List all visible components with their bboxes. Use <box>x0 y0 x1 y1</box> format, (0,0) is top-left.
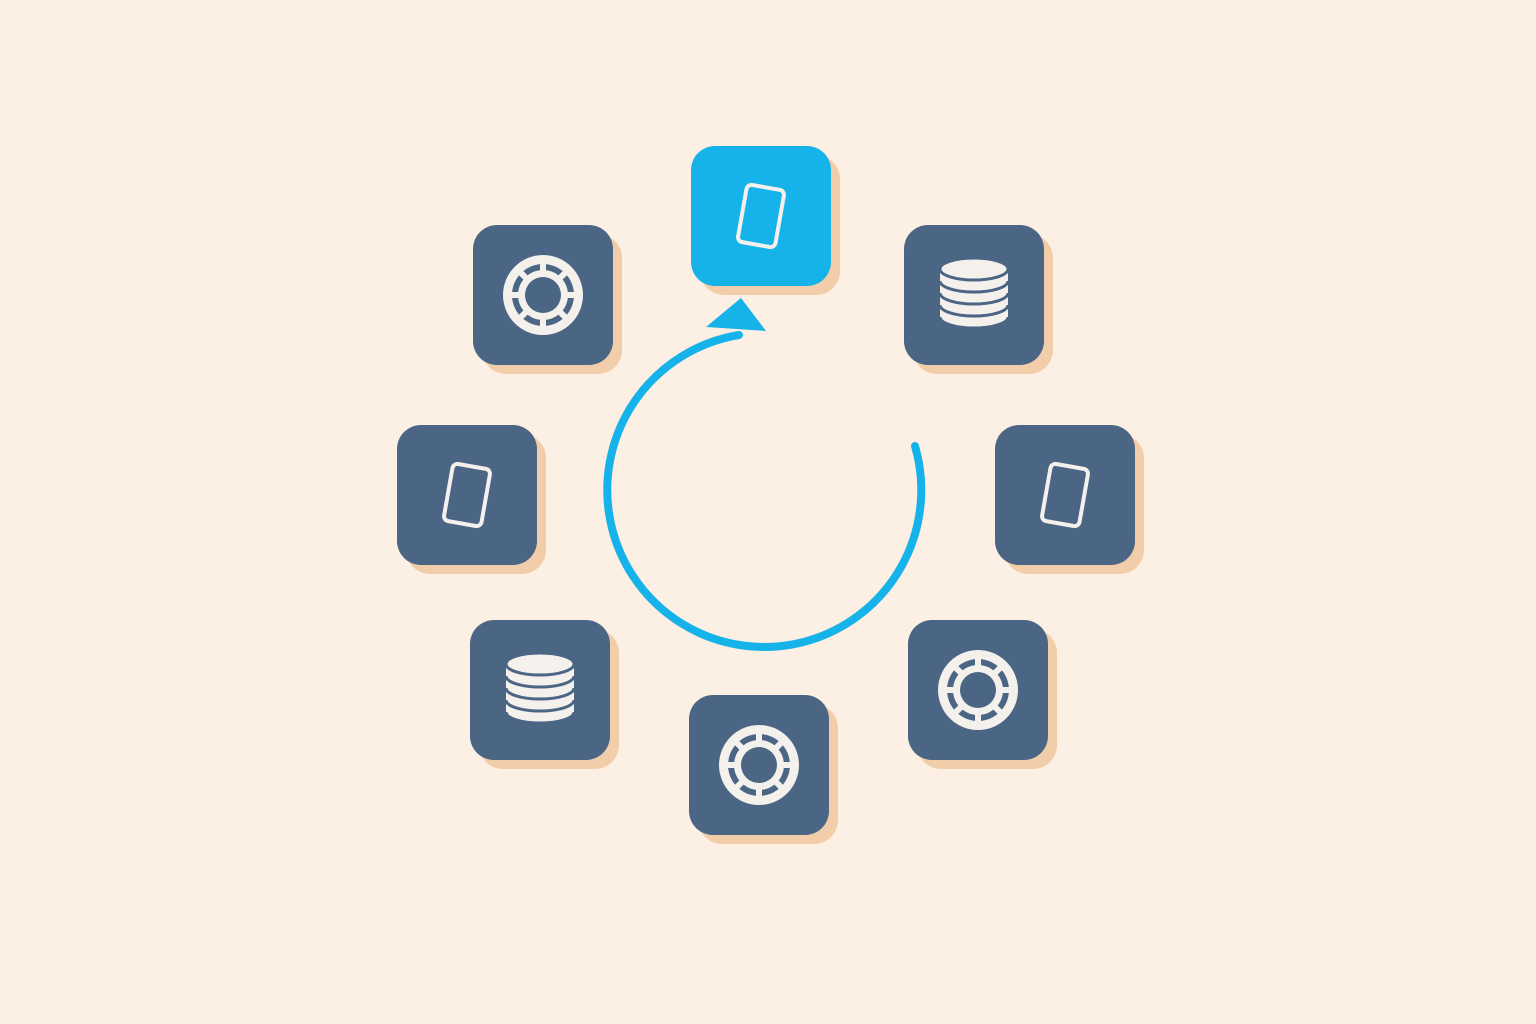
tile-card-right[interactable] <box>995 425 1135 565</box>
coin-stack-icon <box>938 256 1010 330</box>
tile-stack-top-right[interactable] <box>904 225 1044 365</box>
tile-chip-bottom-right[interactable] <box>908 620 1048 760</box>
tile-card-top[interactable] <box>691 146 831 286</box>
playing-card-icon <box>736 182 786 250</box>
tile-chip-top-left[interactable] <box>473 225 613 365</box>
playing-card-icon <box>442 461 492 529</box>
tile-card-left[interactable] <box>397 425 537 565</box>
tile-chip-bottom[interactable] <box>689 695 829 835</box>
playing-card-icon <box>1040 461 1090 529</box>
cycle-arrow-path <box>603 331 926 651</box>
cycle-arrowhead <box>706 298 766 331</box>
poker-chip-icon <box>719 725 799 805</box>
tile-stack-bottom-left[interactable] <box>470 620 610 760</box>
coin-stack-icon <box>504 651 576 725</box>
poker-chip-icon <box>503 255 583 335</box>
poker-chip-icon <box>938 650 1018 730</box>
